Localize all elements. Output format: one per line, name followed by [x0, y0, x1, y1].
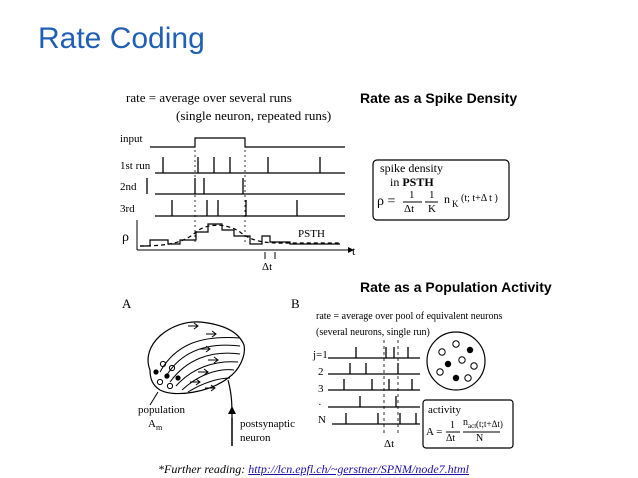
psth-line1: rate = average over several runs	[126, 90, 292, 105]
axon-fibers	[159, 336, 241, 393]
row-label-1: 1st run	[120, 160, 151, 172]
postsynaptic-label: postsynaptic	[240, 418, 295, 430]
input-label: input	[120, 133, 143, 145]
box-title: spike density	[380, 161, 443, 175]
figure-a-label: A	[122, 296, 132, 311]
box-eq-lhs: ρ =	[377, 194, 396, 209]
pool-neurons	[436, 340, 478, 382]
activity-title: activity	[428, 404, 461, 416]
population-outline	[147, 321, 245, 395]
pool-circle	[426, 331, 486, 391]
psth-curve-label: PSTH	[298, 228, 325, 240]
time-axis-label: t	[352, 244, 356, 258]
spike-train-3	[155, 200, 345, 217]
figure-b-label: B	[291, 296, 300, 311]
activity-den2: N	[476, 433, 484, 444]
raster-rows	[328, 357, 420, 425]
box-subtitle-psth: PSTH	[402, 175, 434, 189]
spike-arrows	[188, 322, 219, 392]
fig-b-row-4: ·	[318, 399, 322, 411]
heading-spike-density: Rate as a Spike Density	[360, 90, 518, 106]
raster-spikes	[343, 347, 417, 424]
box-subtitle-prefix: in	[390, 175, 403, 189]
box-n: n	[444, 192, 450, 206]
box-subtitle: in PSTH	[390, 175, 434, 190]
fig-b-row-2: 2	[318, 366, 324, 378]
psth-line2: (single neuron, repeated runs)	[176, 108, 332, 123]
population-neurons	[153, 360, 181, 390]
rho-label: ρ	[122, 230, 129, 245]
box-den2: K	[428, 203, 436, 215]
am-subscript: m	[155, 423, 163, 433]
delta-t-label: Δt	[262, 261, 273, 273]
population-label: population	[138, 404, 186, 416]
am-symbol: A	[148, 418, 156, 430]
fig-b-line2: (several neurons, single run)	[316, 327, 430, 338]
slide-title: Rate Coding	[38, 22, 205, 55]
fig-b-delta-t: Δt	[384, 438, 395, 450]
spike-train-1	[155, 157, 345, 174]
fig-b-line1: rate = average over pool of equivalent n…	[316, 311, 503, 322]
fig-b-row-1: j=1	[313, 349, 328, 361]
rate-curve	[139, 224, 340, 247]
box-n-sub: K	[452, 199, 459, 209]
box-num2: 1	[429, 189, 435, 201]
neuron-label: neuron	[240, 432, 271, 444]
row-label-2: 2nd	[120, 181, 137, 193]
activity-n-act: nact	[463, 417, 476, 430]
psth-histogram	[140, 223, 340, 247]
n-act-subscript: act	[468, 422, 477, 430]
input-step-line	[150, 137, 345, 148]
activity-den1: Δt	[446, 433, 456, 444]
row-label-3: 3rd	[120, 203, 135, 215]
box-num1: 1	[409, 189, 415, 201]
activity-box	[422, 399, 514, 449]
footer: *Further reading: http://lcn.epfl.ch/~ge…	[158, 462, 469, 477]
spike-density-box	[372, 159, 510, 221]
activity-num: 1	[450, 420, 455, 431]
box-den1: Δt	[404, 203, 415, 215]
n-act-symbol: n	[463, 417, 468, 428]
box-args: (t; t+Δ t )	[461, 193, 498, 204]
heading-population-activity: Rate as a Population Activity	[360, 279, 552, 295]
activity-args: (t;t+Δt)	[476, 419, 503, 429]
fig-b-row-n: N	[318, 414, 326, 426]
population-am: Am	[148, 418, 162, 432]
fig-b-row-3: 3	[318, 383, 324, 395]
activity-eq-lhs: A =	[426, 426, 443, 438]
footer-prefix: *Further reading:	[158, 462, 249, 476]
further-reading-link[interactable]: http://lcn.epfl.ch/~gerstner/SPNM/node7.…	[248, 462, 470, 476]
